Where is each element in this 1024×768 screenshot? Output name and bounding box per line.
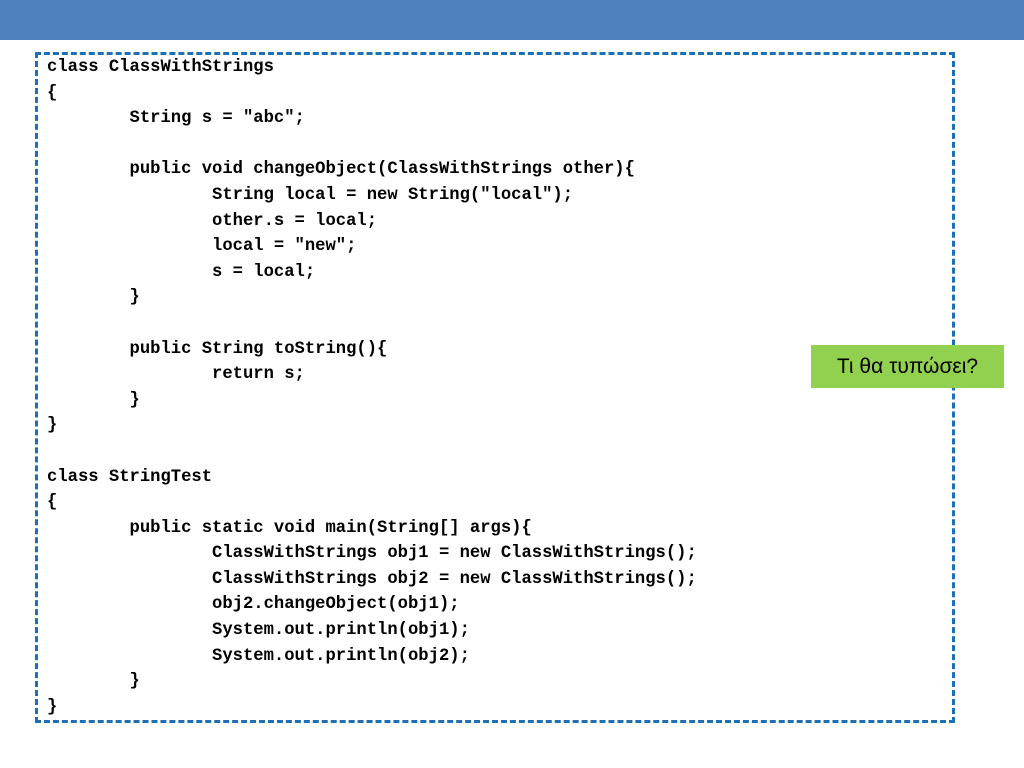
code-line: } xyxy=(47,288,140,308)
code-line: } xyxy=(47,416,58,436)
code-line: String s = "abc"; xyxy=(47,109,305,129)
code-line: local = "new"; xyxy=(47,237,357,257)
code-line: public static void main(String[] args){ xyxy=(47,518,532,538)
code-line: ClassWithStrings obj1 = new ClassWithStr… xyxy=(47,544,697,564)
code-line: { xyxy=(47,493,58,513)
code-line: public String toString(){ xyxy=(47,339,388,359)
code-line xyxy=(47,132,697,158)
code-line xyxy=(47,439,697,465)
header-bar xyxy=(0,0,1024,40)
code-line: { xyxy=(47,83,58,103)
code-line: public void changeObject(ClassWithString… xyxy=(47,160,635,180)
code-line: System.out.println(obj2); xyxy=(47,646,470,666)
code-line: obj2.changeObject(obj1); xyxy=(47,595,460,615)
code-line: class ClassWithStrings xyxy=(47,58,274,77)
code-line: } xyxy=(47,697,58,717)
code-line: ClassWithStrings obj2 = new ClassWithStr… xyxy=(47,569,697,589)
question-callout: Τι θα τυπώσει? xyxy=(811,345,1004,388)
code-line xyxy=(47,311,697,337)
code-line: String local = new String("local"); xyxy=(47,185,574,205)
code-line: s = local; xyxy=(47,262,316,282)
code-block: class ClassWithStrings { String s = "abc"… xyxy=(47,55,697,720)
code-line: return s; xyxy=(47,365,305,385)
code-line: } xyxy=(47,672,140,692)
code-line: class StringTest xyxy=(47,467,213,487)
code-line: System.out.println(obj1); xyxy=(47,621,470,641)
code-line: other.s = local; xyxy=(47,211,378,231)
code-line: } xyxy=(47,390,140,410)
